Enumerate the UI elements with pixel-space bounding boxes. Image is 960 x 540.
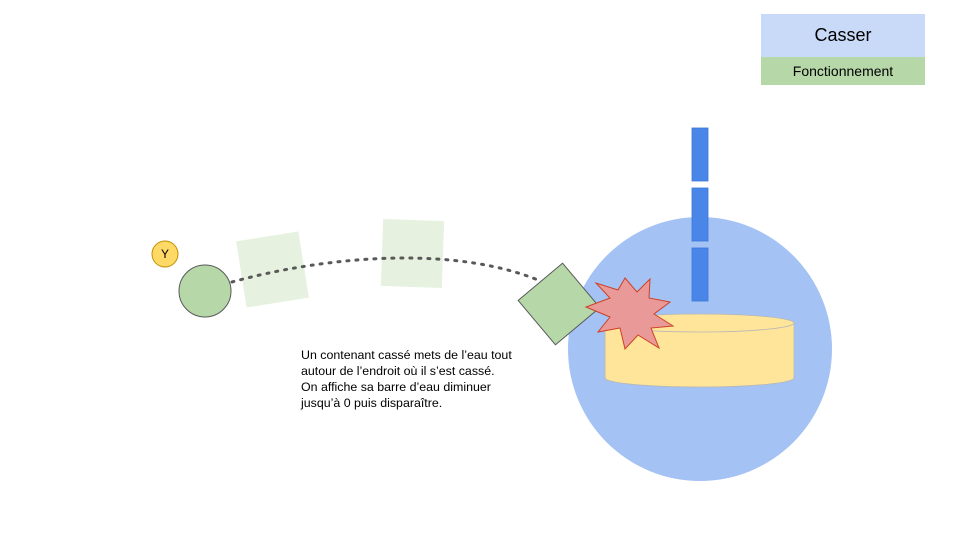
legend-break-label: Casser xyxy=(814,25,872,45)
trail-ghost-2 xyxy=(380,218,445,289)
description-line: On affiche sa barre d’eau diminuer jusqu… xyxy=(301,380,491,410)
thrown-object xyxy=(517,262,601,346)
water-bar-segment xyxy=(691,247,709,302)
trajectory-line xyxy=(230,256,547,285)
description-text: Un contenant cassé mets de l’eau tout au… xyxy=(301,347,516,411)
y-button-label: Y xyxy=(160,247,169,261)
water-bar-segment xyxy=(691,127,709,182)
water-bar-segment xyxy=(691,187,709,242)
legend-break-box xyxy=(761,14,925,57)
legend-work-box xyxy=(761,57,925,85)
water-bar xyxy=(691,127,709,302)
impact-burst-icon xyxy=(584,277,675,351)
broken-container xyxy=(604,313,795,388)
trail-ghost-1 xyxy=(236,231,309,308)
y-button-icon xyxy=(151,240,179,268)
description-line: Un contenant cassé mets de l’eau tout au… xyxy=(301,348,512,378)
player-character xyxy=(178,264,232,318)
legend-work-label: Fonctionnement xyxy=(792,63,894,79)
